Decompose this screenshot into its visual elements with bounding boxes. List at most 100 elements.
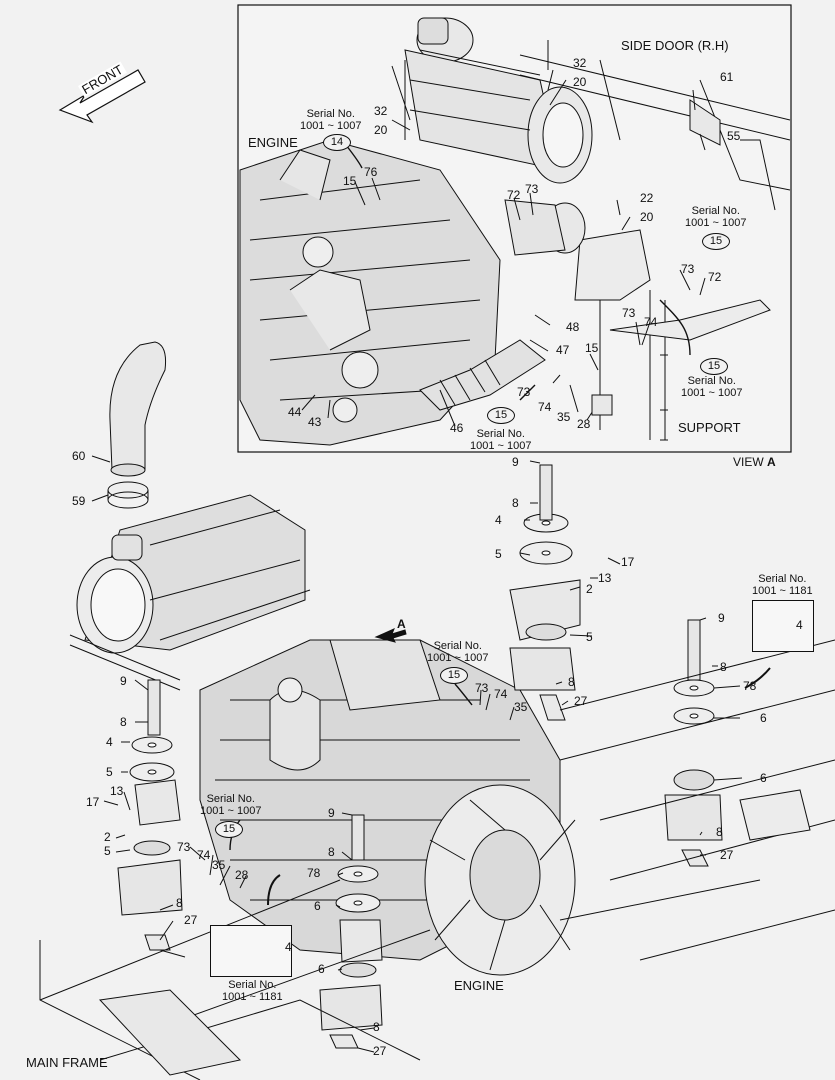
callout-oval: 15 xyxy=(700,358,728,375)
main-engine-label: ENGINE xyxy=(454,978,504,993)
view-a-indicator-letter: A xyxy=(397,617,406,631)
callout-8: 8 xyxy=(716,825,723,839)
callout-15: 15 xyxy=(343,174,357,188)
callout-48: 48 xyxy=(566,320,580,334)
callout-17: 17 xyxy=(86,795,100,809)
callout-78: 78 xyxy=(743,679,757,693)
callout-oval: 15 xyxy=(702,233,730,250)
serial-note: Serial No. 1001 ~ 1181 xyxy=(752,573,813,597)
view-engine-label: ENGINE xyxy=(248,135,298,150)
callout-8: 8 xyxy=(512,496,519,510)
callout-32: 32 xyxy=(374,104,388,118)
callout-8: 8 xyxy=(373,1020,380,1034)
callout-74: 74 xyxy=(644,315,658,329)
callout-4: 4 xyxy=(796,618,803,632)
washer-inset-right xyxy=(752,600,814,652)
serial-note: Serial No. 1001 ~ 1007 xyxy=(685,205,747,229)
callout-74: 74 xyxy=(197,848,211,862)
callout-5: 5 xyxy=(495,547,502,561)
callout-6: 6 xyxy=(314,899,321,913)
callout-73: 73 xyxy=(177,840,191,854)
callout-60: 60 xyxy=(72,449,86,463)
callout-73: 73 xyxy=(475,681,489,695)
callout-20: 20 xyxy=(374,123,388,137)
callout-9: 9 xyxy=(328,806,335,820)
callout-44: 44 xyxy=(288,405,302,419)
callout-oval: 15 xyxy=(487,407,515,424)
side-door-label: SIDE DOOR (R.H) xyxy=(621,38,729,53)
view-a-indicator-arrow xyxy=(374,628,407,643)
callout-9: 9 xyxy=(120,674,127,688)
callout-27: 27 xyxy=(574,694,588,708)
callout-8: 8 xyxy=(328,845,335,859)
callout-8: 8 xyxy=(568,675,575,689)
callout-73: 73 xyxy=(681,262,695,276)
serial-note: Serial No. 1001 ~ 1007 xyxy=(300,108,362,132)
callout-43: 43 xyxy=(308,415,322,429)
callout-5: 5 xyxy=(104,844,111,858)
callout-4: 4 xyxy=(106,735,113,749)
callout-6: 6 xyxy=(318,962,325,976)
callout-32: 32 xyxy=(573,56,587,70)
callout-5: 5 xyxy=(106,765,113,779)
view-a-caption: VIEW A xyxy=(733,455,776,469)
callout-13: 13 xyxy=(110,784,124,798)
view-letter: A xyxy=(767,455,776,469)
support-label: SUPPORT xyxy=(678,420,741,435)
serial-note: Serial No. 1001 ~ 1181 xyxy=(222,979,283,1003)
callout-20: 20 xyxy=(640,210,654,224)
callout-27: 27 xyxy=(184,913,198,927)
callout-4: 4 xyxy=(285,940,292,954)
callout-17: 17 xyxy=(621,555,635,569)
serial-note: Serial No. 1001 ~ 1007 xyxy=(200,793,262,817)
callout-72: 72 xyxy=(507,188,521,202)
main-drawing xyxy=(39,341,835,1080)
callout-9: 9 xyxy=(718,611,725,625)
callout-27: 27 xyxy=(720,848,734,862)
callout-35: 35 xyxy=(514,700,528,714)
callout-78: 78 xyxy=(307,866,321,880)
callout-28: 28 xyxy=(235,868,249,882)
callout-74: 74 xyxy=(538,400,552,414)
callout-oval: 14 xyxy=(323,134,351,151)
serial-note: Serial No. 1001 ~ 1007 xyxy=(681,375,743,399)
callout-55: 55 xyxy=(727,129,741,143)
callout-47: 47 xyxy=(556,343,570,357)
callout-8: 8 xyxy=(720,660,727,674)
callout-76: 76 xyxy=(364,165,378,179)
callout-73: 73 xyxy=(622,306,636,320)
washer-inset-left xyxy=(210,925,292,977)
callout-8: 8 xyxy=(176,896,183,910)
callout-73: 73 xyxy=(525,182,539,196)
callout-22: 22 xyxy=(640,191,654,205)
serial-note: Serial No. 1001 ~ 1007 xyxy=(470,428,532,452)
callout-6: 6 xyxy=(760,711,767,725)
callout-61: 61 xyxy=(720,70,734,84)
callout-28: 28 xyxy=(577,417,591,431)
callout-35: 35 xyxy=(557,410,571,424)
callout-9: 9 xyxy=(512,455,519,469)
callout-4: 4 xyxy=(495,513,502,527)
callout-15: 15 xyxy=(585,341,599,355)
callout-59: 59 xyxy=(72,494,86,508)
callout-73: 73 xyxy=(517,385,531,399)
callout-8: 8 xyxy=(120,715,127,729)
main-frame-label: MAIN FRAME xyxy=(26,1055,108,1070)
callout-74: 74 xyxy=(494,687,508,701)
view-a-drawing xyxy=(239,17,791,446)
callout-20: 20 xyxy=(573,75,587,89)
callout-13: 13 xyxy=(598,571,612,585)
callout-oval: 15 xyxy=(215,821,243,838)
view-word: VIEW xyxy=(733,455,764,469)
callout-2: 2 xyxy=(104,830,111,844)
callout-oval: 15 xyxy=(440,667,468,684)
callout-6: 6 xyxy=(760,771,767,785)
callout-46: 46 xyxy=(450,421,464,435)
serial-note: Serial No. 1001 ~ 1007 xyxy=(427,640,489,664)
callout-2: 2 xyxy=(586,582,593,596)
callout-72: 72 xyxy=(708,270,722,284)
callout-5: 5 xyxy=(586,630,593,644)
callout-27: 27 xyxy=(373,1044,387,1058)
callout-35: 35 xyxy=(212,858,226,872)
